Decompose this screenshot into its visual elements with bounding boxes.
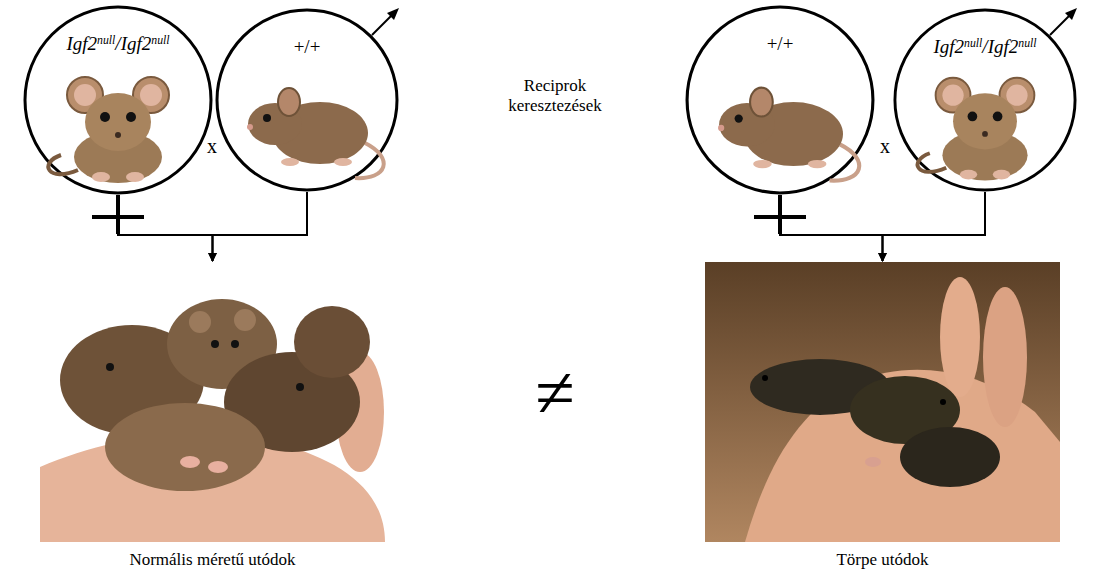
genotype-circle: Igf2null/Igf2null <box>893 8 1077 192</box>
inequality-sign: ≠ <box>515 350 595 436</box>
photo-illustration <box>705 262 1060 542</box>
cross-connector <box>883 192 986 261</box>
cross-sign: x <box>204 134 220 158</box>
cross-sign: x <box>877 134 893 158</box>
superscript: null <box>151 34 169 47</box>
cross-connector <box>118 195 213 261</box>
genotype-label: Igf2null/Igf2null <box>23 33 213 56</box>
mouse-illustration <box>893 8 1077 192</box>
cross-connector <box>213 192 308 261</box>
cross-title: Reciprok keresztezések <box>480 76 630 117</box>
photo-illustration <box>40 262 385 542</box>
genotype-label: +/+ <box>685 33 875 56</box>
genotype-circle: +/+ <box>215 8 399 192</box>
cross-connector <box>780 195 883 261</box>
superscript: null <box>1018 37 1036 50</box>
superscript: null <box>964 37 982 50</box>
genotype-circle: +/+ <box>685 5 875 195</box>
offspring-photo: Törpe utódok <box>705 262 1060 542</box>
superscript: null <box>97 34 115 47</box>
photo-caption: Törpe utódok <box>685 550 1080 570</box>
mouse-illustration <box>215 8 399 192</box>
male-arrowhead <box>387 8 399 20</box>
genotype-label: +/+ <box>215 36 399 59</box>
genotype-label: Igf2null/Igf2null <box>893 36 1077 59</box>
genotype-circle: Igf2null/Igf2null <box>23 5 213 195</box>
offspring-photo: Normális méretű utódok <box>40 262 385 542</box>
male-arrowhead <box>1065 8 1077 20</box>
photo-caption: Normális méretű utódok <box>20 550 405 570</box>
